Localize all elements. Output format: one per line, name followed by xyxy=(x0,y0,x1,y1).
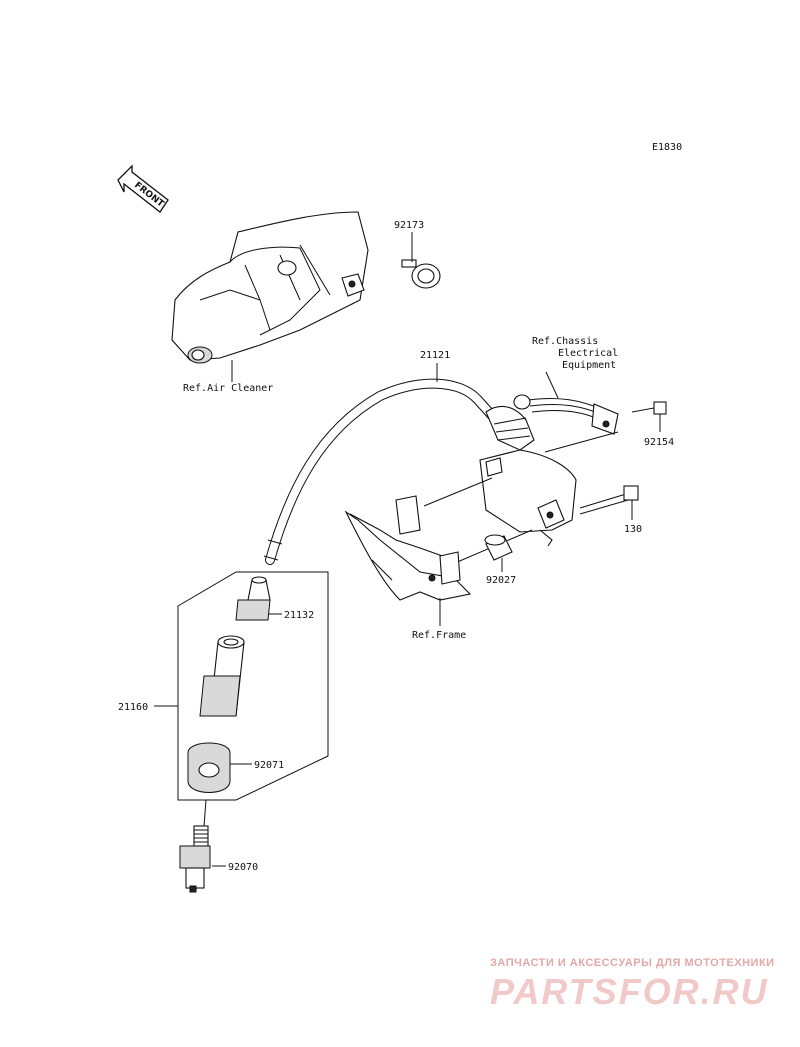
part-92154: 92154 xyxy=(644,437,674,448)
front-arrow-icon: FRONT xyxy=(117,164,169,213)
watermark-tagline: ЗАПЧАСТИ И АКСЕССУАРЫ ДЛЯ МОТОТЕХНИКИ xyxy=(490,957,775,969)
ignition-coil xyxy=(479,405,577,547)
part-92070: 92070 xyxy=(228,862,258,873)
air-cleaner-housing xyxy=(171,211,369,364)
chassis-wiring-connector xyxy=(513,394,619,435)
assembly-box-21160 xyxy=(177,571,329,801)
ref-chassis-2: Electrical xyxy=(558,348,618,359)
part-92173: 92173 xyxy=(394,220,424,231)
part-21132: 21132 xyxy=(284,610,314,621)
collar-92027 xyxy=(484,534,513,561)
axis-line-1 xyxy=(423,477,493,507)
ref-chassis-1: Ref.Chassis xyxy=(532,336,598,347)
ref-chassis-3: Equipment xyxy=(562,360,616,371)
cap-21132 xyxy=(235,576,271,621)
part-92027: 92027 xyxy=(486,575,516,586)
leader-92154-axis xyxy=(544,431,619,453)
bolt-92154 xyxy=(631,401,667,415)
diagram-code: E1830 xyxy=(652,142,682,153)
watermark-logo: PARTSFOR.RU xyxy=(490,971,769,1012)
high-tension-lead xyxy=(263,378,501,565)
ref-frame: Ref.Frame xyxy=(412,630,466,641)
leader-chassis xyxy=(545,371,559,399)
frame-bracket xyxy=(344,495,472,601)
part-92071: 92071 xyxy=(254,760,284,771)
ref-air-cleaner: Ref.Air Cleaner xyxy=(183,383,273,394)
spark-plug-92070 xyxy=(179,799,211,893)
bolt-130 xyxy=(579,485,639,515)
part-130: 130 xyxy=(624,524,642,535)
spark-plug-boot xyxy=(199,635,245,717)
cap-92071 xyxy=(187,742,231,793)
part-21121: 21121 xyxy=(420,350,450,361)
part-21160: 21160 xyxy=(118,702,148,713)
clamp-92173 xyxy=(401,259,441,289)
